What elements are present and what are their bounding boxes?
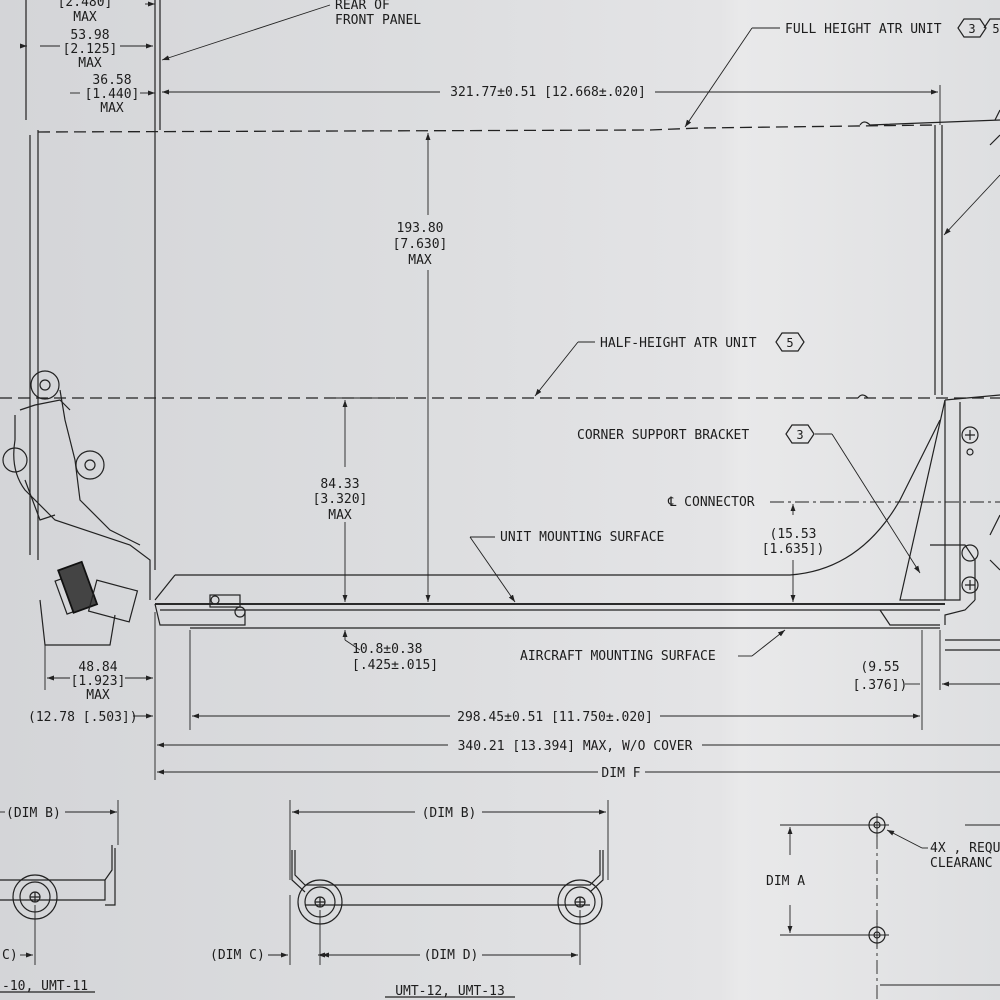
dim-5398: 53.98 (70, 28, 109, 43)
dim-3658: 36.58 (92, 73, 131, 88)
dim-2480-max: MAX (73, 10, 97, 25)
note-corner-bracket-ref: 3 (796, 428, 803, 442)
note-rear-panel-2: FRONT PANEL (335, 13, 421, 28)
note-corner-bracket: CORNER SUPPORT BRACKET (577, 428, 749, 443)
ref-hexagons (775, 18, 1000, 444)
detail-umt-12-13 (268, 800, 609, 998)
note-half-height-ref: 5 (786, 336, 793, 350)
dim-4884-max: MAX (86, 688, 110, 703)
hold-down-knob (2, 370, 151, 646)
dim-h19380-in: [7.630] (393, 237, 448, 252)
dim-h19380-max: MAX (408, 253, 432, 268)
dim-width-top: 321.77±0.51 [12.668±.020] (450, 85, 646, 100)
dim-2480: [2.480] (58, 0, 113, 10)
dim-5398-max: MAX (78, 56, 102, 71)
detail-hole-pattern (780, 813, 1000, 1000)
mid-dim-d: (DIM D) (424, 948, 479, 963)
dim-1278: (12.78 [.503]) (28, 710, 138, 725)
dim-3658-in: [1.440] (85, 87, 140, 102)
hole-note-2: CLEARANC (930, 856, 993, 871)
dim-34021: 340.21 [13.394] MAX, W/O COVER (458, 739, 693, 754)
note-full-height-ref1: 3 (968, 22, 975, 36)
dimension-lines (19, 1, 1000, 780)
left-dim-c: C) (2, 948, 18, 963)
left-caption: -10, UMT-11 (2, 979, 88, 994)
note-full-height: FULL HEIGHT ATR UNIT (785, 22, 942, 37)
dim-h8433: 84.33 (320, 477, 359, 492)
dim-c1553: (15.53 (770, 527, 817, 542)
dim-t108-in: [.425±.015] (352, 658, 438, 673)
dim-f: DIM F (601, 766, 640, 781)
detail-umt-10-11 (0, 800, 119, 993)
dim-4884-in: [1.923] (71, 674, 126, 689)
hole-note-1: 4X , REQU (930, 841, 1000, 856)
dim-4884: 48.84 (78, 660, 117, 675)
dim-5398-in: [2.125] (63, 42, 118, 57)
dim-h8433-in: [3.320] (313, 492, 368, 507)
dim-c1553-in: [1.635]) (762, 542, 825, 557)
note-unit-mounting: UNIT MOUNTING SURFACE (500, 530, 664, 545)
mid-dim-b: (DIM B) (422, 806, 477, 821)
dim-29845: 298.45±0.51 [11.750±.020] (457, 710, 653, 725)
dim-955-in: [.376]) (853, 678, 908, 693)
note-connector-cl: ℄ CONNECTOR (667, 495, 755, 510)
dim-3658-max: MAX (100, 101, 124, 116)
note-rear-panel-1: REAR OF (335, 0, 390, 13)
note-aircraft-mounting: AIRCRAFT MOUNTING SURFACE (520, 649, 716, 664)
dim-t108: 10.8±0.38 (352, 642, 422, 657)
corner-support-bracket (899, 109, 1000, 651)
left-dim-b: (DIM B) (6, 806, 61, 821)
dim-h8433-max: MAX (328, 508, 352, 523)
dim-955: (9.55 (860, 660, 899, 675)
mid-caption: UMT-12, UMT-13 (395, 984, 505, 999)
dim-h19380: 193.80 (397, 221, 444, 236)
mid-dim-c: (DIM C) (210, 948, 265, 963)
note-full-height-ref2: 5 (992, 22, 999, 36)
dim-a: DIM A (766, 874, 805, 889)
note-half-height: HALF-HEIGHT ATR UNIT (600, 336, 757, 351)
unit-outline (0, 0, 1000, 629)
